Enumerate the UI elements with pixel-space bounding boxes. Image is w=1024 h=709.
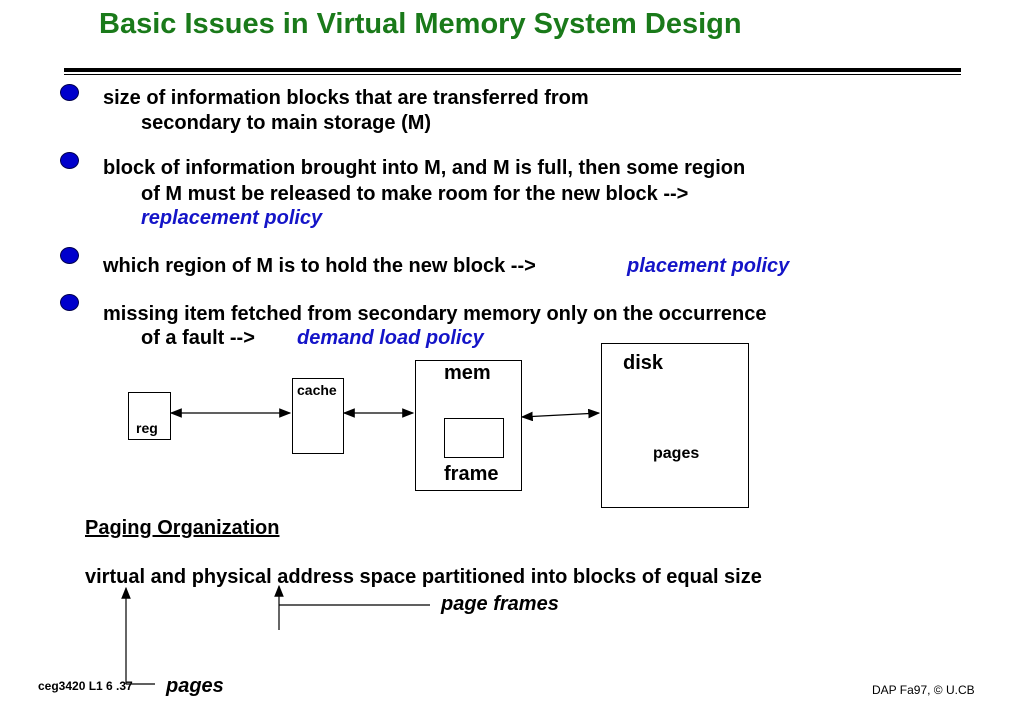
bullet-icon xyxy=(60,84,79,101)
footer-slide-id: ceg3420 L1 6 .37 xyxy=(38,679,133,693)
footer-copyright: DAP Fa97, © U.CB xyxy=(872,683,975,697)
disk-box: disk pages xyxy=(601,343,749,508)
paging-heading: Paging Organization xyxy=(85,517,280,539)
bullet-icon xyxy=(60,294,79,311)
reg-box: reg xyxy=(128,392,171,440)
bullet-2-line-2: of M must be released to make room for t… xyxy=(141,183,689,205)
page-title: Basic Issues in Virtual Memory System De… xyxy=(99,8,742,40)
bullet-icon xyxy=(60,247,79,264)
bullet-4-line-2: of a fault --> xyxy=(141,327,255,349)
title-rule-thick xyxy=(64,68,961,72)
cache-box: cache xyxy=(292,378,344,454)
replacement-policy-term: replacement policy xyxy=(141,207,323,229)
frame-box xyxy=(444,418,504,458)
mem-box: mem frame xyxy=(415,360,522,491)
mem-label: mem xyxy=(444,362,491,384)
disk-label: disk xyxy=(623,352,664,374)
frame-label: frame xyxy=(444,463,499,485)
demand-load-policy-term: demand load policy xyxy=(297,327,484,349)
bullet-4-line-1: missing item fetched from secondary memo… xyxy=(103,303,767,325)
mem-disk-arrow xyxy=(520,408,601,422)
placement-policy-term: placement policy xyxy=(627,255,790,277)
bullet-2-line-1: block of information brought into M, and… xyxy=(103,157,746,179)
reg-label: reg xyxy=(136,420,158,436)
title-rule-thin xyxy=(64,74,961,75)
paging-sentence: virtual and physical address space parti… xyxy=(85,566,762,588)
bullet-icon xyxy=(60,152,79,169)
page-frames-label: page frames xyxy=(441,593,559,615)
bullet-1-line-2: secondary to main storage (M) xyxy=(141,112,432,134)
bullet-1-line-1: size of information blocks that are tran… xyxy=(103,87,589,109)
bullet-3-line-1: which region of M is to hold the new blo… xyxy=(103,255,536,277)
pages-label: pages xyxy=(653,445,700,462)
cache-label: cache xyxy=(297,382,337,398)
pages-annotation: pages xyxy=(166,675,224,697)
